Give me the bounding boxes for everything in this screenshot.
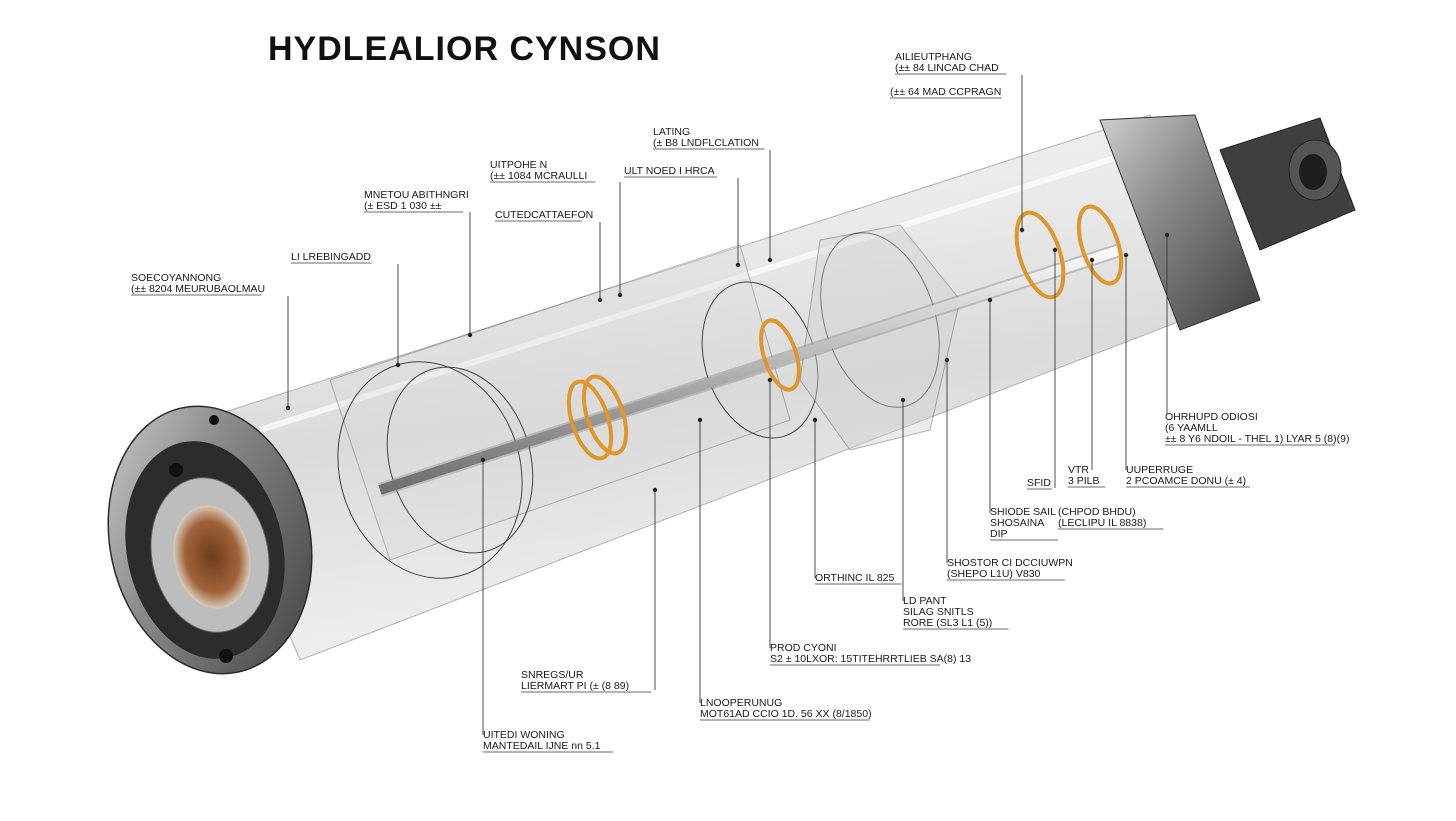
callout-label: SHIODE SAIL (990, 506, 1056, 518)
callout-uitpohe: UITPOHE N(±± 1084 MCRAULLI (490, 159, 623, 298)
callout-label: ULT NOED I HRCA (624, 165, 715, 177)
leader-dot (285, 405, 291, 411)
leader-dot (1123, 252, 1129, 258)
callout-label: LD PANT (903, 595, 947, 607)
leader-dot (1019, 227, 1025, 233)
leader-dot (480, 457, 486, 463)
diagram-title: HYDLEALIOR CYNSON (268, 30, 661, 68)
callout-lrebingadd: LI LREBINGADD (291, 251, 401, 368)
callout-sfid: SFID (1027, 247, 1058, 490)
callout-label: ±± 8 Y6 NDOIL - THEL 1) LYAR 5 (8)(9) (1165, 433, 1349, 445)
callout-label: DIP (990, 528, 1008, 540)
callout-label: SHOSTOR CI DCCIUWPN (947, 557, 1073, 569)
leader-dot (812, 417, 818, 423)
callout-ohrhupd: OHRHUPD ODIOSI(6 YAAMLL±± 8 Y6 NDOIL - T… (1164, 232, 1349, 446)
callout-label: ORTHINC IL 825 (815, 572, 895, 584)
callout-label: SFID (1027, 477, 1051, 489)
leader-dot (1089, 257, 1095, 263)
callout-label: LATING (653, 126, 690, 138)
leader-dot (617, 292, 623, 298)
leader-dot (767, 257, 773, 263)
leader-dot (652, 487, 658, 493)
callout-top-right-1: AILIEUTPHANG(±± 84 LINCAD CHAD (895, 51, 1025, 233)
callout-label: PROD CYONI (770, 642, 837, 654)
leader-dot (697, 417, 703, 423)
callout-label: 2 PCOAMCE DONU (± 4) (1126, 475, 1246, 487)
callout-cutedcat: CUTEDCATTAEFON (495, 209, 603, 303)
leader-dot (597, 297, 603, 303)
callout-label: (SHEPO L1U) V830 (947, 568, 1041, 580)
callout-shostor: SHOSTOR CI DCCIUWPN(SHEPO L1U) V830 (944, 357, 1073, 581)
callout-label: LIERMART PI (± (8 89) (521, 680, 629, 692)
callout-ult-noed: ULT NOED I HRCA (624, 165, 741, 268)
callout-soecoyan: SOECOYANNONG(±± 8204 MEURUBAOLMAU (131, 272, 291, 411)
callout-label: (± B8 LNDFLCLATION (653, 137, 759, 149)
callout-label: LI LREBINGADD (291, 251, 371, 263)
callout-label: AILIEUTPHANG (895, 51, 972, 63)
callout-label: S2 ± 10LXOR: 15TITEHRRTLIEB SA(8) 13 (770, 653, 971, 665)
leader-dot (1164, 232, 1170, 238)
callout-label: CUTEDCATTAEFON (495, 209, 593, 221)
callout-top-right-2: (±± 64 MAD CCPRAGN (890, 86, 1002, 99)
callout-label: VTR (1068, 464, 1089, 476)
callout-label: SILAG SNITLS (903, 606, 974, 618)
callout-label: RORE (SL3 L1 (5)) (903, 617, 992, 629)
front-end-cap (107, 405, 313, 675)
callout-label: (±± 84 LINCAD CHAD (895, 62, 999, 74)
callout-label: (±± 64 MAD CCPRAGN (890, 86, 1001, 98)
callout-mnetou: MNETOU ABITHNGRI(± ESD 1 030 ±± (364, 189, 473, 338)
callout-label: UITEDI WONING (483, 729, 565, 741)
leader-dot (735, 262, 741, 268)
callout-orthinc: ORTHINC IL 825 (812, 417, 902, 585)
callout-label: (±± 1084 MCRAULLI (490, 170, 587, 182)
callout-label: MNETOU ABITHNGRI (364, 189, 469, 201)
callout-label: LNOOPERUNUG (700, 697, 782, 709)
piston-assembly (329, 224, 1123, 579)
callout-chpod: (CHPOD BHDU)(LECLIPU IL 8838) (1058, 506, 1164, 530)
leader-dot (900, 397, 906, 403)
callout-label: MOT61AD CCIO 1D. 56 XX (8/1850) (700, 708, 872, 720)
rod-end-clevis (1099, 114, 1356, 331)
seal-rings (566, 204, 1124, 461)
callout-label: UITPOHE N (490, 159, 547, 171)
leader-dot (767, 377, 773, 383)
leader-dot (467, 332, 473, 338)
callout-label: OHRHUPD ODIOSI (1165, 411, 1258, 423)
callout-label: (LECLIPU IL 8838) (1058, 517, 1146, 529)
callout-label: UUPERRUGE (1126, 464, 1193, 476)
callout-label: (CHPOD BHDU) (1058, 506, 1136, 518)
callout-label: MANTEDAIL IJNE nn 5.1 (483, 740, 601, 752)
callout-label: (6 YAAMLL (1165, 422, 1218, 434)
leader-dot (944, 357, 950, 363)
callout-label: SOECOYANNONG (131, 272, 221, 284)
callout-layer: AILIEUTPHANG(±± 84 LINCAD CHAD(±± 64 MAD… (131, 51, 1349, 753)
leader-dot (1052, 247, 1058, 253)
leader-dot (395, 362, 401, 368)
leader-dot (987, 297, 993, 303)
callout-label: SNREGS/UR (521, 669, 584, 681)
callout-label: (± ESD 1 030 ±± (364, 200, 442, 212)
callout-label: 3 PILB (1068, 475, 1100, 487)
callout-lating: LATING(± B8 LNDFLCLATION (653, 126, 773, 263)
callout-label: (±± 8204 MEURUBAOLMAU (131, 283, 265, 295)
callout-label: SHOSAINA (990, 517, 1044, 529)
